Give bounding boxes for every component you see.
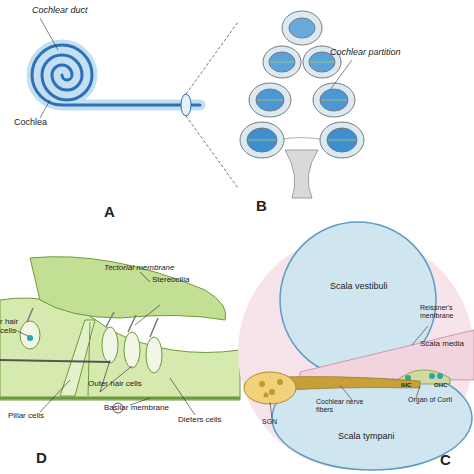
- part-label: Dieters cells: [178, 416, 258, 425]
- cochlea-spiral: [32, 18, 238, 188]
- panel-letter: A: [104, 204, 124, 221]
- part-label: r hair cells: [0, 318, 30, 336]
- cochlear-duct-section: [238, 222, 474, 470]
- region-label: Scala tympani: [338, 432, 428, 442]
- organ-of-corti: [0, 257, 240, 415]
- region-label: Scala media: [420, 340, 474, 349]
- part-label: Pillar cells: [8, 412, 78, 421]
- cochlea-cross-section: [240, 11, 364, 198]
- part-label: Tectorial membrane: [104, 264, 224, 273]
- part-label: SGN: [262, 418, 292, 426]
- part-label: Reissner's membrane: [420, 304, 474, 319]
- cell-label: OHC: [434, 382, 460, 389]
- part-label: Outer hair cells: [88, 380, 188, 389]
- part-label: Cochlear nerve fibers: [316, 398, 376, 413]
- part-label: Basilar membrane: [104, 404, 194, 413]
- part-label: Organ of Corti: [408, 396, 474, 404]
- panel-letter: D: [36, 450, 56, 467]
- cell-label: IHC: [401, 382, 423, 389]
- panel-letter: B: [256, 198, 276, 215]
- part-label: Stereocilia: [152, 276, 232, 285]
- panel-letter: C: [440, 452, 460, 469]
- part-label: Cochlea: [14, 118, 74, 128]
- region-label: Scala vestibuli: [330, 282, 420, 292]
- part-label: Cochlear duct: [32, 6, 112, 16]
- part-label: Cochlear partition: [330, 48, 440, 58]
